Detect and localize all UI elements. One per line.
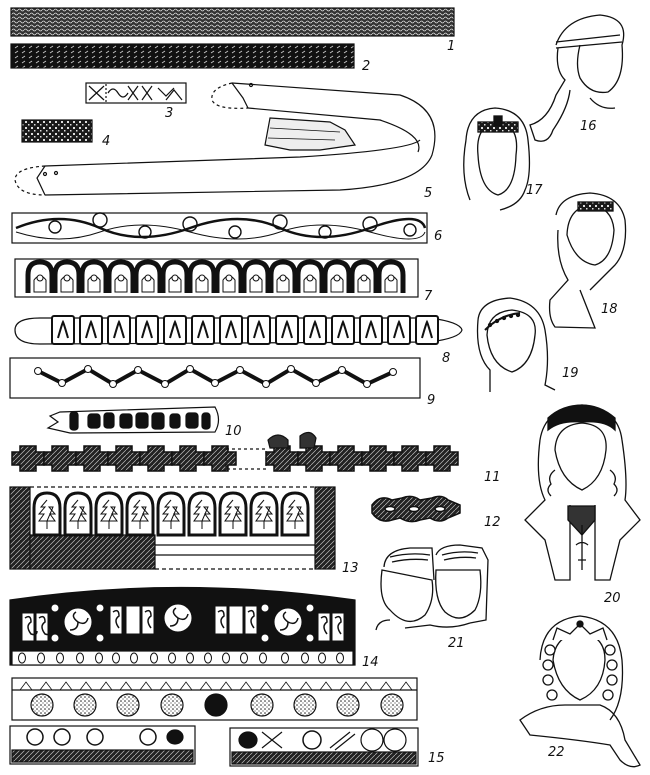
figure-20-head [524, 404, 641, 581]
figure-21-heads [375, 544, 489, 631]
figure-label-14: 14 [362, 655, 379, 670]
figure-label-2: 2 [362, 59, 371, 74]
figure-label-10: 10 [225, 424, 242, 439]
figure-16-head [529, 14, 625, 142]
figure-label-7: 7 [424, 289, 433, 304]
figure-label-12: 12 [484, 515, 501, 530]
figure-label-1: 1 [447, 39, 456, 54]
figure-label-11: 11 [484, 470, 501, 485]
figure-label-5: 5 [424, 186, 433, 201]
figure-9-zigzag-band [9, 357, 421, 399]
figure-7-arcade-band [14, 258, 419, 298]
figure-19-head [476, 297, 556, 392]
figure-label-16: 16 [580, 119, 597, 134]
figure-label-17: 17 [526, 183, 543, 198]
figure-5-strap [14, 82, 436, 196]
figure-18-head [548, 192, 627, 329]
figure-12-cross-fragment [371, 495, 461, 523]
figure-6-scroll-band [11, 212, 428, 244]
figure-4-fragment [21, 119, 93, 143]
figure-label-8: 8 [442, 351, 451, 366]
figure-label-6: 6 [434, 229, 443, 244]
figure-14-diadem [9, 586, 356, 666]
figure-label-21: 21 [448, 636, 465, 651]
figure-10-fragment [46, 406, 220, 434]
figure-8-plaque-belt [14, 315, 463, 345]
figure-11-cross-band [11, 431, 459, 472]
figure-label-22: 22 [548, 745, 565, 760]
figure-label-3: 3 [165, 106, 174, 121]
figure-17-head [463, 107, 531, 211]
figure-label-4: 4 [102, 134, 111, 149]
figure-label-15: 15 [428, 751, 445, 766]
figure-3-band [85, 82, 187, 104]
figure-1-band [10, 7, 455, 37]
figure-label-20: 20 [604, 591, 621, 606]
figure-label-18: 18 [601, 302, 618, 317]
figure-2-band [10, 43, 355, 69]
figure-label-13: 13 [342, 561, 359, 576]
figure-label-19: 19 [562, 366, 579, 381]
figure-15-bands [9, 677, 419, 767]
figure-label-9: 9 [427, 393, 436, 408]
figure-22-head [519, 615, 641, 768]
figure-13-arcade-band [9, 486, 336, 570]
